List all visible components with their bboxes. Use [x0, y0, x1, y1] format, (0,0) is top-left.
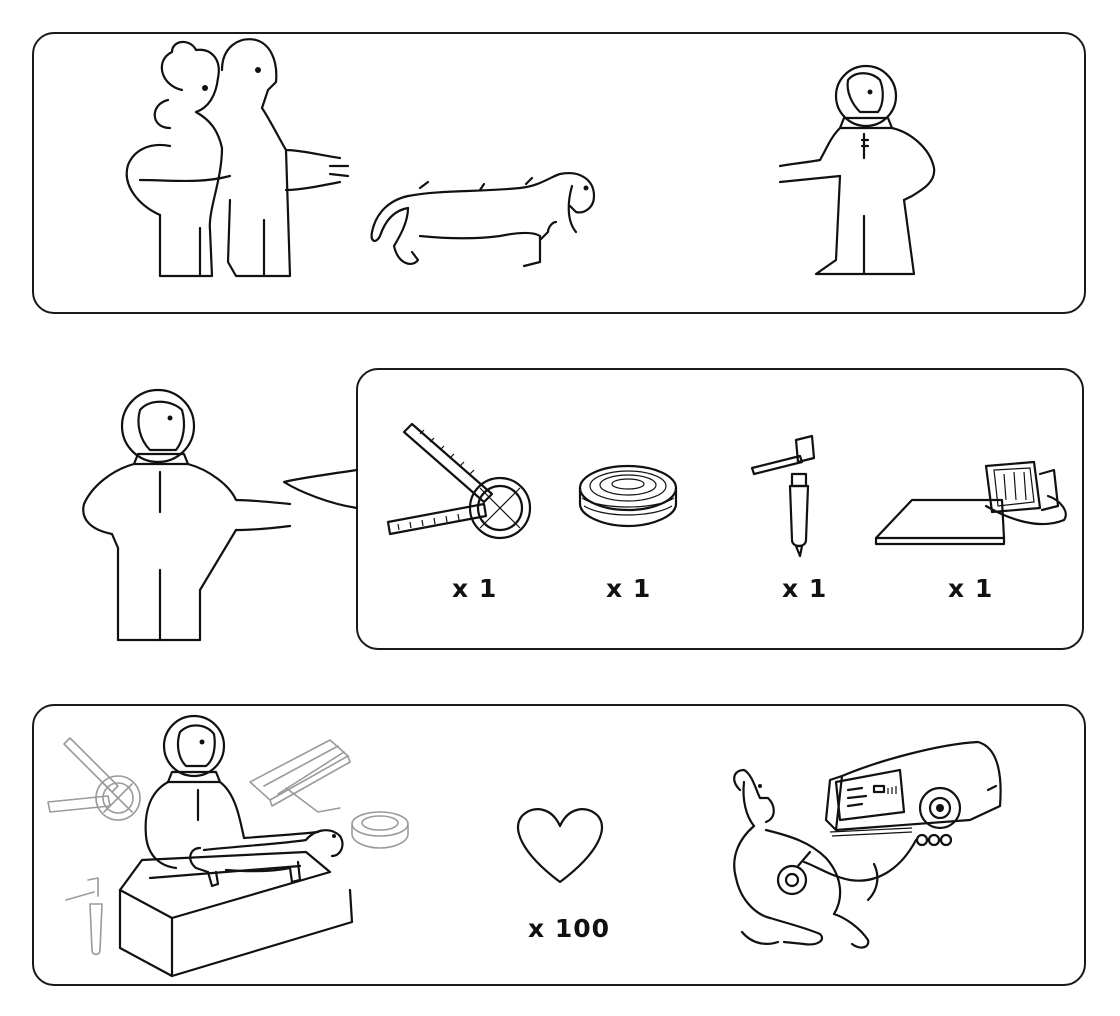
- astronaut-icon: [778, 64, 936, 276]
- step-3-panel: [32, 704, 1086, 986]
- step-1-panel: [32, 32, 1086, 314]
- heart-qty: x 100: [528, 914, 611, 943]
- pressure-mat-icon: [874, 460, 1067, 546]
- faded-monopod-icon: [65, 877, 103, 956]
- monopod-qty: x 1: [782, 574, 828, 603]
- heart-icon: [517, 808, 603, 884]
- sitting-dog-icon: [733, 768, 879, 949]
- dachshund-icon: [370, 172, 596, 268]
- laser-therapy-device-icon: [802, 740, 1002, 882]
- goniometer-icon: [386, 422, 532, 540]
- exam-table-icon: [118, 850, 354, 978]
- goniometer-qty: x 1: [452, 574, 498, 603]
- balance-disc-icon: [578, 464, 678, 528]
- faded-ramp-icon: [249, 739, 351, 813]
- pressure-mat-qty: x 1: [948, 574, 994, 603]
- dachshund-on-table-icon: [189, 829, 344, 888]
- astronaut-speaker-icon: [82, 388, 292, 642]
- astronaut-vet-icon: [144, 714, 320, 870]
- faded-goniometer-icon: [47, 737, 141, 821]
- camera-monopod-icon: [750, 434, 816, 558]
- balance-disc-qty: x 1: [606, 574, 652, 603]
- two-people-icon: [125, 38, 350, 278]
- faded-balance-disc-icon: [351, 811, 409, 849]
